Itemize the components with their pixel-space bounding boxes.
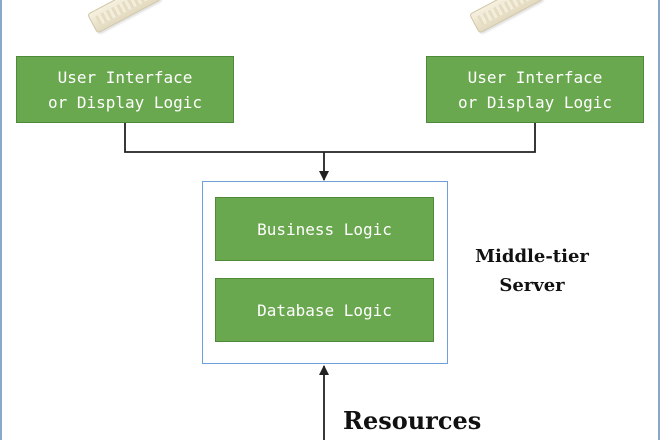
client-left-box: User Interface or Display Logic	[16, 56, 234, 123]
frame-left-border	[0, 0, 2, 440]
business-logic-label: Business Logic	[257, 219, 392, 239]
resources-label: Resources	[343, 406, 482, 435]
database-logic-box: Database Logic	[215, 278, 434, 342]
client-right-label: User Interface or Display Logic	[457, 67, 613, 112]
frame-right-border	[658, 0, 660, 440]
business-logic-box: Business Logic	[215, 197, 434, 261]
server-label: Middle-tier Server	[475, 246, 589, 296]
connector-right	[324, 123, 536, 153]
client-left-label: User Interface or Display Logic	[47, 67, 203, 112]
connector-left	[124, 123, 324, 153]
database-logic-label: Database Logic	[257, 300, 392, 320]
client-right-box: User Interface or Display Logic	[426, 56, 644, 123]
